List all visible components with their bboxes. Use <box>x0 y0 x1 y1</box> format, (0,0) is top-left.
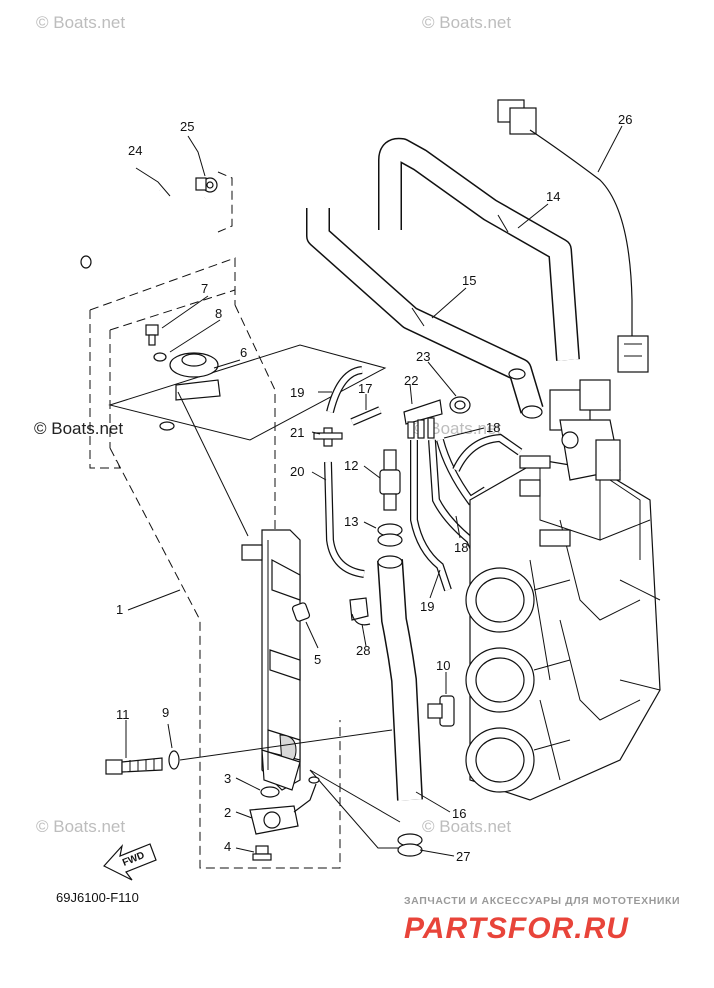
hose-20 <box>326 366 363 414</box>
fitting-2 <box>249 776 320 835</box>
callout-21: 20 <box>290 464 304 479</box>
filter-12 <box>379 449 401 511</box>
brand-name: PARTSFOR.RU <box>404 912 629 945</box>
joint-23 <box>403 399 443 439</box>
assembly-outline-right <box>108 344 401 849</box>
callout-18-bottom: 18 <box>454 540 468 555</box>
clip-24 <box>449 396 471 414</box>
joint-22 <box>313 427 343 447</box>
bolt-11 <box>105 757 163 775</box>
callout-19: 19 <box>420 599 434 614</box>
fuel-rail <box>241 529 301 791</box>
watermark-mid-left: © Boats.net <box>34 419 123 438</box>
callout-3: 3 <box>224 771 231 786</box>
watermark-top-right: © Boats.net <box>422 13 511 32</box>
watermark-bottom-right: © Boats.net <box>422 817 511 836</box>
fwd-arrow: FWD <box>103 843 157 881</box>
leader-lines <box>125 125 623 857</box>
callout-1: 1 <box>116 602 123 617</box>
callout-2: 2 <box>224 805 231 820</box>
callout-27: 26 <box>618 112 632 127</box>
hose-19 <box>410 440 452 592</box>
clip-29 <box>349 597 371 626</box>
callout-28: 27 <box>456 849 470 864</box>
sensor-10 <box>427 695 455 727</box>
brand-tagline: ЗАПЧАСТИ И АКСЕССУАРЫ ДЛЯ МОТОТЕХНИКИ <box>404 895 680 907</box>
o-ring-8 <box>153 352 167 362</box>
assembly-outline-left <box>89 171 341 869</box>
brand-logo: ЗАПЧАСТИ И АКСЕССУАРЫ ДЛЯ МОТОТЕХНИКИ PA… <box>404 895 680 945</box>
plug-left <box>159 421 175 431</box>
bolt-7 <box>145 324 159 346</box>
filter-5 <box>291 602 311 622</box>
callout-22: 21 <box>290 425 304 440</box>
callout-16: 16 <box>452 806 466 821</box>
callout-29: 28 <box>356 643 370 658</box>
callout-labels: 24 25 7 8 6 5 1 11 9 3 2 4 10 16 27 12 1… <box>116 112 632 864</box>
hose-14 <box>378 137 580 361</box>
callout-24: 23 <box>416 349 430 364</box>
callout-6: 6 <box>240 345 247 360</box>
callout-20: 19 <box>290 385 304 400</box>
callout-10: 10 <box>436 658 450 673</box>
callout-4: 4 <box>224 839 231 854</box>
washer-9 <box>168 729 393 770</box>
diagram-code: 69J6100-F110 <box>56 890 139 905</box>
callout-15: 15 <box>462 273 476 288</box>
throttle-body-assembly <box>465 379 661 801</box>
callout-25: 24 <box>128 143 142 158</box>
callout-7: 7 <box>201 281 208 296</box>
harness-27 <box>497 99 649 373</box>
callout-23: 22 <box>404 373 418 388</box>
callout-12: 12 <box>344 458 358 473</box>
clip-26 <box>195 177 218 193</box>
callout-14: 14 <box>546 189 560 204</box>
screw-4 <box>252 845 272 861</box>
callout-5: 5 <box>314 652 321 667</box>
hose-15 <box>306 208 544 419</box>
hose-25 <box>80 185 210 269</box>
hose-21 <box>324 461 365 578</box>
callout-26: 25 <box>180 119 194 134</box>
callout-13: 13 <box>344 514 358 529</box>
callout-9: 9 <box>162 705 169 720</box>
callout-8: 8 <box>215 306 222 321</box>
hose-17 <box>350 406 382 426</box>
callout-17: 17 <box>358 381 372 396</box>
hose-16 <box>377 555 423 801</box>
o-ring-3 <box>260 786 280 798</box>
callout-18-top: 18 <box>486 420 500 435</box>
watermark-top-left: © Boats.net <box>36 13 125 32</box>
watermark-bottom-left: © Boats.net <box>36 817 125 836</box>
regulator-6 <box>169 352 249 537</box>
clip-13 <box>377 523 403 547</box>
callout-11: 11 <box>116 707 130 722</box>
clip-28 <box>397 833 423 857</box>
